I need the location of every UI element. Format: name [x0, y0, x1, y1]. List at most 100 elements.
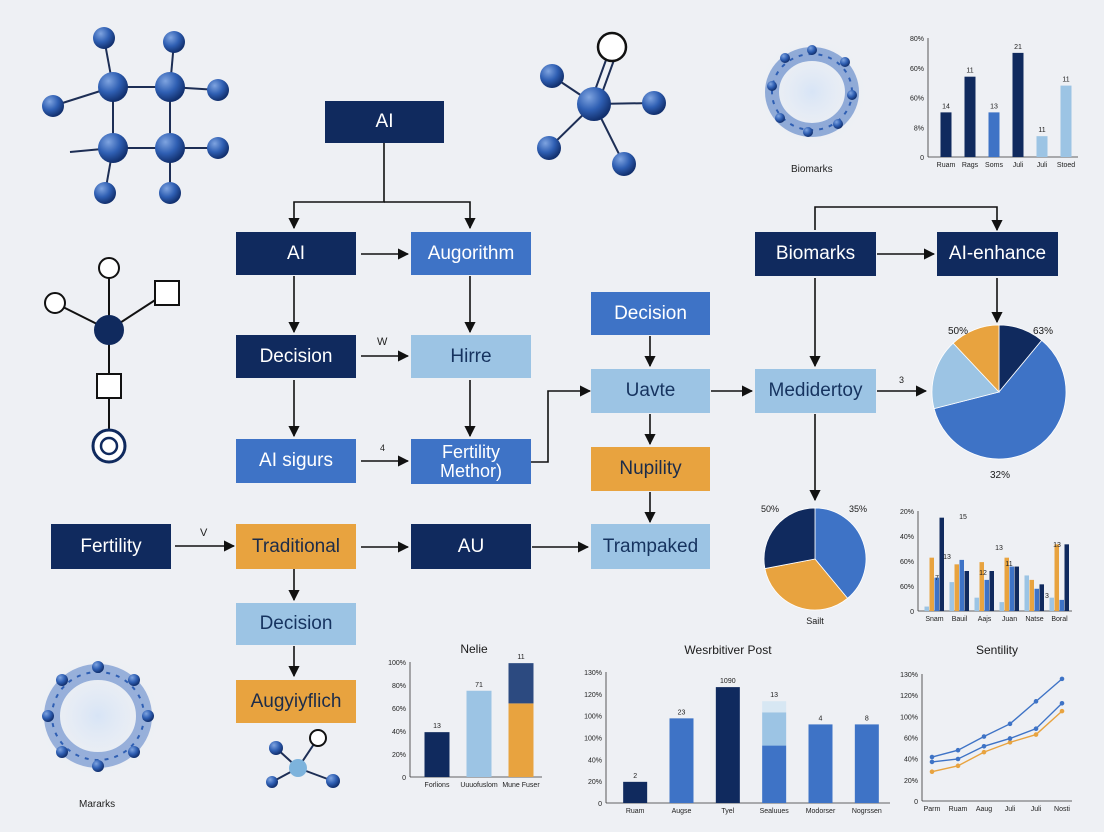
molecule-atoms-top-left: [42, 27, 229, 204]
chart-wesrbitiver-bar: [762, 701, 787, 713]
chart-grouped-right-bar: [1059, 599, 1064, 611]
chart-sentility-series-line: [931, 678, 1063, 758]
node-hirre[interactable]: Hirre: [411, 335, 531, 378]
chart-grouped-right-value-label: 13: [995, 545, 1003, 552]
chart-wesrbitiver-xtick-label: Nogrssen: [852, 808, 882, 815]
pie-small-pct-label: 50%: [761, 504, 779, 514]
chart-top-right-bar: [964, 76, 976, 157]
chart-sentility-point: [1007, 736, 1013, 741]
chart-sentility-point: [955, 747, 961, 753]
node-ai-sigurs[interactable]: AI sigurs: [236, 439, 356, 483]
node-medidertoy[interactable]: Medidertoy: [755, 369, 876, 413]
edge-label-fertility-traditional: V: [200, 527, 208, 539]
chart-wesrbitiver-bar: [762, 712, 787, 746]
node-uavte[interactable]: Uavte: [591, 369, 710, 413]
chart-top-right-xtick-label: Soms: [985, 162, 1003, 169]
chart-grouped-right-bar: [974, 597, 979, 611]
chart-wesrbitiver-ytick-label: 100%: [584, 736, 602, 743]
chart-top-right-xtick-label: Ruam: [937, 162, 956, 169]
chart-grouped-right-value-label: 13: [943, 554, 951, 561]
chart-grouped-right-bar: [1049, 597, 1054, 611]
node-nupility[interactable]: Nupility: [591, 447, 710, 491]
chart-top-right-xtick-label: Rags: [962, 162, 979, 169]
chart-wesrbitiver-value-label: 23: [678, 709, 686, 716]
chart-wesrbitiver-ytick-label: 100%: [584, 714, 602, 721]
chart-wesrbitiver-xtick-label: Modorser: [806, 808, 836, 815]
chart-sentility-xtick-label: Aaug: [976, 806, 992, 813]
chart-nelie-bar: [424, 732, 450, 777]
node-biomarks[interactable]: Biomarks: [755, 232, 876, 276]
node-augyiyflich[interactable]: Augyiyflich: [236, 680, 356, 723]
chart-nelie-ytick-label: 100%: [388, 660, 406, 667]
chart-sentility-point: [1007, 740, 1013, 745]
chart-top-right-value-label: 11: [1062, 77, 1069, 84]
chart-grouped-right-ytick-label: 60%: [900, 559, 914, 566]
chart-top-right-xtick-label: Juli: [1037, 162, 1048, 169]
chart-grouped-right-bar: [939, 517, 944, 611]
chart-wesrbitiver-value-label: 1090: [720, 678, 736, 685]
chart-grouped-right-xtick-label: Natse: [1025, 616, 1043, 623]
chart-grouped-right-bar: [984, 579, 989, 611]
chart-grouped-right-value-label: 15: [959, 514, 967, 521]
node-au[interactable]: AU: [411, 524, 531, 569]
chart-sentility-series-line: [931, 710, 1063, 773]
chart-nelie-ytick-label: 40%: [392, 729, 406, 736]
node-augorithm[interactable]: Augorithm: [411, 232, 531, 275]
chart-top-right-value-label: 14: [942, 103, 950, 110]
node-decision-3[interactable]: Decision: [591, 292, 710, 335]
node-decision-2[interactable]: Decision: [236, 603, 356, 645]
chart-top-right-value-label: 11: [966, 68, 973, 75]
chart-sentility-xtick-label: Ruam: [949, 806, 968, 813]
node-ai-enhance[interactable]: AI-enhance: [937, 232, 1058, 276]
chart-wesrbitiver-ytick-label: 20%: [588, 779, 602, 786]
chart-wesrbitiver-bar: [669, 718, 694, 803]
pie-right-pct-label: 50%: [948, 326, 968, 337]
chart-nelie-bar: [466, 690, 492, 777]
chart-wesrbitiver-xtick-label: Augse: [672, 808, 692, 815]
chart-top-right-value-label: 21: [1014, 44, 1022, 51]
pie-small-pct-label: 35%: [849, 504, 867, 514]
chart-sentility-point: [1059, 701, 1065, 706]
chart-nelie-ytick-label: 0: [402, 775, 406, 782]
chart-wesrbitiver-ytick-label: 40%: [588, 757, 602, 764]
chart-nelie-ytick-label: 60%: [392, 706, 406, 713]
chart-sentility-point: [1033, 732, 1039, 737]
chart-top-right-ytick-label: 80%: [910, 36, 924, 43]
node-ai-top[interactable]: AI: [325, 101, 444, 143]
chart-top-right-ytick-label: 8%: [914, 125, 924, 132]
chart-grouped-right-value-label: 12: [979, 570, 987, 577]
chart-wesrbitiver-xtick-label: Tyel: [721, 808, 734, 815]
chart-wesrbitiver-bar: [715, 687, 740, 803]
chart-sentility-xtick-label: Parm: [924, 806, 941, 813]
chart-grouped-right-value-label: 13: [1053, 542, 1061, 549]
node-trampaked[interactable]: Trampaked: [591, 524, 710, 569]
chart-grouped-right-bar: [964, 571, 969, 611]
chart-nelie-ytick-label: 80%: [392, 683, 406, 690]
chart-grouped-right-xtick-label: Bauil: [952, 616, 968, 623]
chart-grouped-right-bar: [924, 606, 929, 611]
node-decision-1[interactable]: Decision: [236, 335, 356, 378]
chart-nelie-bar: [508, 663, 534, 704]
chart-grouped-right-ytick-label: 0: [910, 609, 914, 616]
node-ai[interactable]: AI: [236, 232, 356, 275]
chart-sentility-ytick-label: 20%: [904, 778, 918, 785]
chart-nelie-title: Nelie: [460, 642, 488, 656]
chart-sentility-point: [929, 759, 935, 765]
chart-top-right-bar: [1036, 136, 1048, 157]
chart-grouped-right-bar: [1039, 584, 1044, 611]
chart-grouped-right-xtick-label: Juan: [1002, 616, 1017, 623]
chart-wesrbitiver-bar: [762, 745, 787, 803]
chart-nelie-value-label: 13: [433, 723, 441, 730]
node-traditional[interactable]: Traditional: [236, 524, 356, 569]
chart-grouped-right-bar: [1004, 557, 1009, 611]
node-fertility[interactable]: Fertility: [51, 524, 171, 569]
chart-top-right-value-label: 11: [1038, 127, 1045, 134]
chart-sentility-xtick-label: Juli: [1031, 806, 1042, 813]
chart-sentility-point: [1059, 708, 1065, 714]
chart-wesrbitiver-ytick-label: 0: [598, 801, 602, 808]
chart-sentility-series-line: [931, 702, 1063, 763]
node-fertility-method[interactable]: Fertility Methor): [411, 439, 531, 484]
chart-sentility-ytick-label: 40%: [904, 757, 918, 764]
pie-small-title: Sailt: [806, 616, 824, 626]
biomarker-ring-icon-top: [750, 30, 874, 154]
